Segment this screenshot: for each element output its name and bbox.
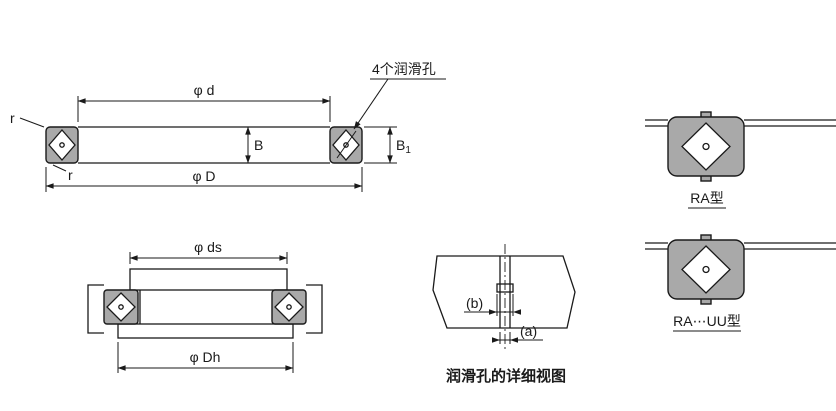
ra-type-label: RA型: [690, 190, 723, 206]
dim-label-B1: B1: [396, 137, 411, 156]
support-plate: [117, 323, 294, 339]
dim-label-b: (b): [466, 295, 483, 311]
lubrication-holes-label: 4个润滑孔: [372, 61, 436, 77]
housing-left-wall: [87, 284, 104, 334]
dim-outer-diameter: φ D: [45, 167, 363, 192]
dim-label-phi-ds: φ ds: [194, 239, 222, 255]
ra-uu-type-label: RA⋯UU型: [673, 313, 741, 329]
dim-chamfer-r-bottom: r: [52, 164, 73, 183]
dim-label-a: (a): [520, 323, 537, 339]
bearing-section-view: [45, 126, 363, 164]
dim-b: (b): [464, 294, 521, 316]
inner-ring-clamp: [129, 268, 288, 291]
type-symbol-ra: RA型: [645, 111, 836, 209]
hole-recess: [496, 283, 514, 293]
dim-shaft-seat-diameter: φ ds: [129, 239, 288, 264]
dim-label-phi-D: φ D: [192, 168, 215, 184]
lubrication-hole-axis: [336, 130, 357, 159]
housing-right-wall: [306, 284, 323, 334]
lubrication-hole-detail-view: (b) (a) 润滑孔的详细视图: [432, 244, 576, 385]
dim-a: (a): [492, 323, 543, 344]
lubrication-holes-callout: 4个润滑孔: [353, 61, 446, 130]
leader-arrow: [353, 78, 389, 130]
type-symbol-ra-uu: RA⋯UU型: [645, 234, 836, 332]
ring-wall-broken-section: [432, 255, 576, 329]
dim-width-B1: B1: [364, 126, 411, 164]
left-roller-center: [59, 142, 65, 148]
dim-housing-seat-diameter: φ Dh: [117, 342, 294, 373]
dim-bore-diameter: φ d: [77, 82, 331, 122]
dim-width-B: B: [245, 126, 263, 164]
dim-label-r-bottom: r: [68, 167, 73, 183]
dim-label-r-top: r: [10, 110, 15, 126]
mounting-section-view: [87, 268, 323, 339]
dim-label-phi-d: φ d: [194, 82, 215, 98]
dim-chamfer-r-top: r: [10, 110, 45, 128]
dim-label-phi-Dh: φ Dh: [190, 349, 221, 365]
detail-view-caption: 润滑孔的详细视图: [446, 367, 566, 385]
dim-label-B: B: [254, 137, 263, 153]
